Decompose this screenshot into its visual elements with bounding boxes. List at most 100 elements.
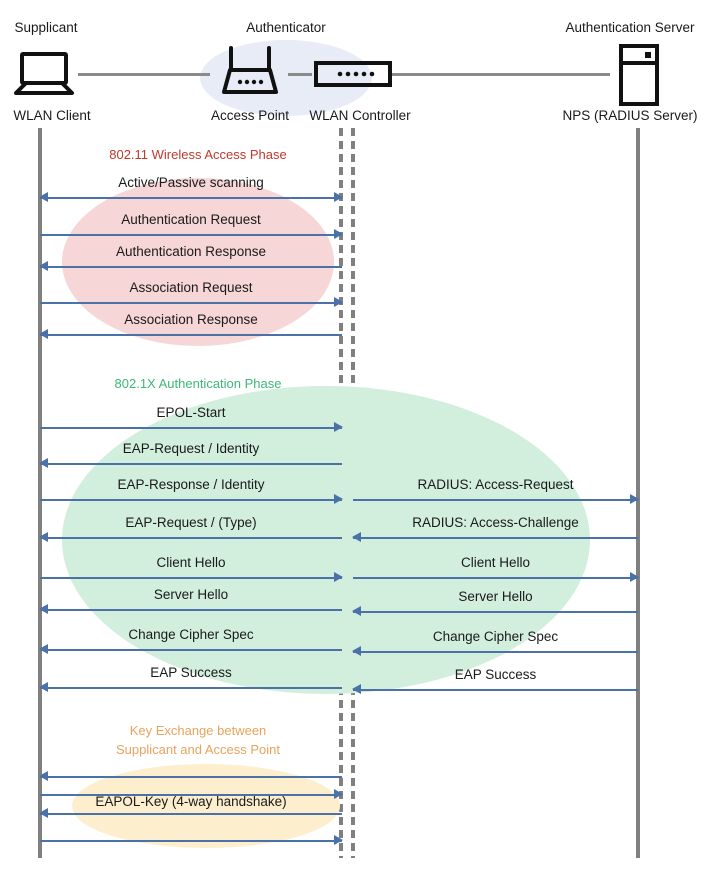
arrowhead-right [334, 297, 343, 307]
arrow-shaft [40, 649, 342, 651]
phase-label-key-exchange: Key Exchange between Supplicant and Acce… [60, 721, 336, 759]
arrowhead-left [39, 329, 48, 339]
message-label: Change Cipher Spec [128, 627, 254, 642]
message-arrow[interactable]: Active/Passive scanning [39, 175, 343, 202]
role-title-authentication-server: Authentication Server [565, 20, 695, 35]
arrowhead-left [352, 606, 361, 616]
laptop-icon [14, 52, 74, 95]
arrow-shaft [40, 537, 342, 539]
arrow-shaft [40, 334, 342, 336]
arrow-shaft [353, 537, 638, 539]
arrowhead-left [352, 684, 361, 694]
link-ap-controller [288, 73, 312, 76]
message-label: EAP-Request / (Type) [125, 515, 257, 530]
message-arrow[interactable]: Association Request [40, 280, 343, 307]
message-arrow[interactable]: EAP-Request / (Type) [39, 515, 342, 542]
message-arrow[interactable]: Authentication Response [39, 244, 342, 271]
message-arrow[interactable]: EAP-Request / Identity [39, 441, 342, 468]
message-label: EAP-Response / Identity [117, 477, 265, 492]
arrowhead-right [334, 229, 343, 239]
arrowhead-left [39, 261, 48, 271]
message-arrow[interactable] [40, 789, 343, 799]
node-label-access-point: Access Point [210, 108, 290, 123]
access-point-icon [222, 46, 278, 94]
message-label: Client Hello [460, 555, 531, 570]
message-label: EAP Success [150, 665, 232, 680]
arrowhead-right [630, 572, 639, 582]
message-arrow[interactable]: Client Hello [353, 555, 639, 582]
arrowhead-left [39, 532, 48, 542]
phase-label-key-exchange-line2: Supplicant and Access Point [115, 742, 281, 757]
message-arrow[interactable] [39, 771, 342, 781]
arrow-shaft [353, 499, 638, 501]
phase-ellipse-key-exchange [72, 764, 340, 848]
message-label: EAP Success [454, 667, 537, 682]
message-arrow[interactable]: EPOL-Start [40, 405, 343, 432]
arrow-shaft [40, 776, 342, 778]
arrow-shaft [40, 794, 342, 796]
message-label: Server Hello [458, 589, 533, 604]
message-label: RADIUS: Access-Challenge [412, 515, 579, 530]
arrow-shaft [353, 611, 638, 613]
node-label-wlan-controller: WLAN Controller [309, 108, 411, 123]
role-title-authenticator: Authenticator [246, 20, 326, 35]
message-arrow[interactable]: Client Hello [40, 555, 343, 582]
role-title-supplicant: Supplicant [14, 20, 78, 35]
message-arrow[interactable]: Authentication Request [40, 212, 343, 239]
arrow-shaft [40, 499, 342, 501]
phase-ellipse-8021x [62, 386, 590, 694]
arrow-shaft [353, 577, 638, 579]
message-arrow[interactable]: EAP Success [39, 665, 342, 692]
arrowhead-left [39, 604, 48, 614]
arrowhead-left [39, 192, 48, 202]
arrow-shaft [40, 813, 342, 815]
lifeline-supplicant [38, 128, 42, 858]
arrow-shaft [40, 427, 342, 429]
message-label: RADIUS: Access-Request [417, 477, 574, 492]
message-arrow[interactable]: Association Response [39, 312, 342, 339]
message-label: EPOL-Start [156, 405, 226, 420]
message-label: Association Request [129, 280, 253, 295]
node-label-wlan-client: WLAN Client [13, 108, 91, 123]
phase-ellipse-80211 [62, 178, 334, 346]
message-arrow[interactable]: Server Hello [352, 589, 638, 616]
arrow-shaft [40, 577, 342, 579]
arrowhead-right [334, 494, 343, 504]
arrowhead-left [39, 458, 48, 468]
arrow-shaft [40, 609, 342, 611]
message-label: Client Hello [156, 555, 226, 570]
arrowhead-right [334, 789, 343, 799]
message-label: Authentication Response [115, 244, 267, 259]
message-label: Active/Passive scanning [118, 175, 264, 190]
message-arrow[interactable]: EAP-Response / Identity [40, 477, 343, 504]
message-arrow[interactable]: RADIUS: Access-Request [353, 477, 639, 504]
arrow-shaft [40, 302, 342, 304]
message-label: Association Response [124, 312, 258, 327]
message-arrow[interactable]: Change Cipher Spec [39, 627, 342, 654]
arrowhead-left [39, 682, 48, 692]
message-label: Server Hello [153, 587, 229, 602]
arrowhead-right [334, 422, 343, 432]
arrow-shaft [353, 651, 638, 653]
message-arrow[interactable]: EAP Success [352, 667, 638, 694]
message-arrow[interactable]: Server Hello [39, 587, 342, 614]
message-label: EAPOL-Key (4-way handshake) [95, 794, 287, 809]
arrowhead-left [39, 771, 48, 781]
phase-label-80211: 802.11 Wireless Access Phase [109, 147, 287, 162]
message-label: Change Cipher Spec [432, 629, 559, 644]
message-arrow[interactable]: Change Cipher Spec [352, 629, 638, 656]
phase-label-key-exchange-line1: Key Exchange between [129, 723, 267, 738]
lifeline-authentication-server [636, 128, 640, 858]
arrowhead-left [352, 532, 361, 542]
arrow-shaft [40, 840, 342, 842]
message-arrow[interactable] [40, 835, 343, 845]
message-arrow[interactable]: EAPOL-Key (4-way handshake) [39, 794, 342, 818]
link-client-ap [78, 73, 210, 76]
node-label-nps-radius-server: NPS (RADIUS Server) [562, 108, 698, 123]
arrowhead-right [630, 494, 639, 504]
arrowhead-left [39, 644, 48, 654]
message-arrow[interactable]: RADIUS: Access-Challenge [352, 515, 638, 542]
message-label: EAP-Request / Identity [122, 441, 260, 456]
server-icon [619, 44, 659, 106]
arrow-shaft [40, 463, 342, 465]
